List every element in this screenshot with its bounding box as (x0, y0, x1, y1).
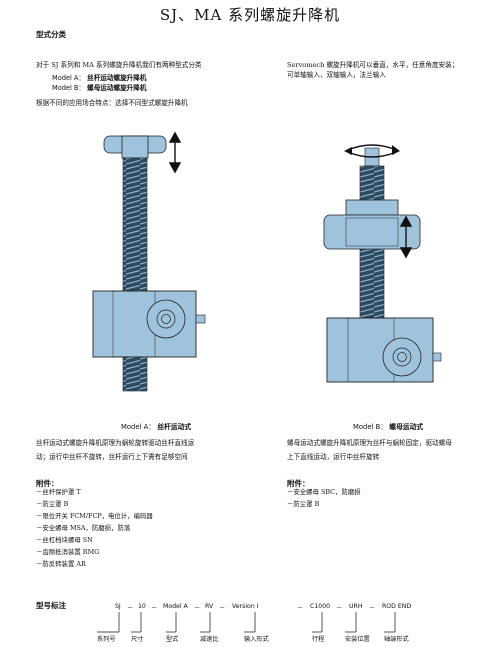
model-b-caption-name: 螺母运动式 (389, 423, 424, 431)
code-label-mounting: 安装位置 (345, 636, 370, 643)
code-input: Version I (232, 603, 259, 610)
model-b-desc-line2: 上下直线运动，运行中丝杆旋转 (287, 453, 380, 461)
code-dash: － (194, 605, 201, 612)
model-code-brackets (97, 612, 396, 633)
code-label-model: 型式 (166, 636, 179, 643)
code-dash: － (127, 605, 134, 612)
select-note: 根据不同的应用场合特点：选择不同型式螺旋升降机 (36, 99, 188, 107)
model-a-accessories-heading: 附件： (36, 479, 59, 488)
model-b-line: Model B： 螺母运动螺旋升降机 (52, 82, 146, 92)
list-item: －齿隙抵消装置 RMG (36, 548, 100, 556)
code-rod-end: ROD END (382, 603, 412, 610)
code-dash: － (297, 605, 304, 612)
code-label-size: 尺寸 (131, 636, 144, 643)
model-code-row: SJ － 10 － Model A － RV － Version I － C10… (0, 603, 500, 613)
page-title: SJ、MA 系列螺旋升降机 (159, 6, 341, 24)
model-a-desc-line2: 动；运行中丝杆不旋转，丝杆运行上下需有足够空间 (36, 453, 188, 461)
code-dash: － (219, 605, 226, 612)
list-item: －安全螺母 MSA，防磨损，防落 (36, 524, 131, 532)
section-heading-type: 型式分类 (36, 30, 66, 39)
model-a-diagram (92, 131, 206, 392)
list-item: －丝杠档块螺母 SN (36, 536, 93, 544)
list-item: －防尘罩 B (36, 500, 69, 508)
model-a-desc-line1: 丝杆运动式螺旋升降机原理为蜗轮旋转驱动丝杆直线运 (36, 439, 195, 447)
code-series: SJ (115, 603, 121, 610)
code-label-stroke: 行程 (312, 636, 325, 643)
code-mounting: URH (349, 603, 363, 610)
model-a-caption-model: Model A： (121, 423, 156, 431)
code-label-rod-end: 轴端形式 (384, 636, 409, 643)
list-item: －防尘罩 B (287, 500, 320, 508)
model-b-diagram (323, 144, 442, 383)
code-stroke: C1000 (310, 603, 331, 610)
code-label-series: 系列号 (97, 636, 116, 643)
model-a-caption: Model A： 丝杆运动式 (121, 421, 191, 431)
code-ratio: RV (205, 603, 214, 610)
code-size: 10 (138, 603, 146, 610)
model-b-caption: Model B： 螺母运动式 (353, 421, 423, 431)
code-label-input: 输入形式 (244, 636, 269, 643)
right-install-line2: 可单轴输入，双轴输入，法兰输入 (287, 71, 386, 79)
code-label-ratio: 减速比 (200, 636, 219, 643)
model-a-desc: 丝杆运动螺旋升降机 (87, 74, 147, 82)
list-item: －防反转装置 AR (36, 560, 86, 568)
list-item: －限位开关 FCM/FCP，电位计，编码器 (36, 512, 153, 520)
model-b-caption-model: Model B： (353, 423, 388, 431)
section-heading-model-code: 型号标注 (36, 601, 66, 610)
model-code-labels: 系列号 尺寸 型式 减速比 输入形式 行程 安装位置 轴端形式 (0, 634, 500, 644)
list-item: －安全螺母 SBC，防磨损 (287, 488, 361, 496)
code-dash: － (369, 605, 376, 612)
model-a-caption-name: 丝杆运动式 (157, 423, 192, 431)
model-a-accessories-list: －丝杆保护罩 T －防尘罩 B －限位开关 FCM/FCP，电位计，编码器 －安… (36, 486, 153, 570)
right-install-line1: Servomech 螺旋升降机可以垂直，水平，任意角度安装； (287, 61, 459, 69)
list-item: －丝杆保护罩 T (36, 488, 81, 496)
code-model: Model A (163, 603, 188, 610)
model-b-desc: 螺母运动螺旋升降机 (87, 84, 147, 92)
intro-text: 对于 SJ 系列和 MA 系列螺旋升降机我们有两种型式分类 (36, 61, 202, 69)
model-b-label: Model B： (52, 84, 86, 92)
model-a-label: Model A： (52, 74, 85, 82)
model-b-accessories-list: －安全螺母 SBC，防磨损 －防尘罩 B (287, 486, 361, 510)
code-dash: － (336, 605, 343, 612)
model-a-line: Model A： 丝杆运动螺旋升降机 (52, 72, 146, 82)
model-b-accessories-heading: 附件： (287, 479, 310, 488)
model-b-desc-line1: 螺母运动式螺旋升降机原理为丝杆与蜗轮固定，驱动螺母 (287, 439, 452, 447)
code-dash: － (151, 605, 158, 612)
